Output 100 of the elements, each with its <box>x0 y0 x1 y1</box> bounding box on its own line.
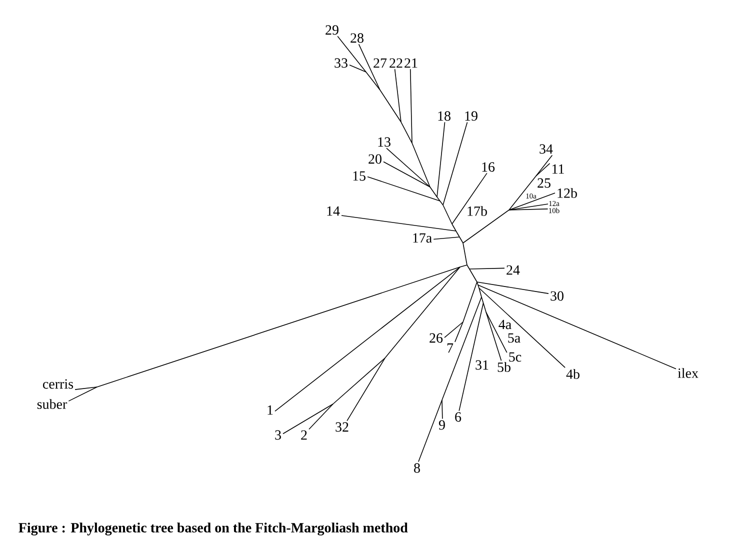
taxon-label: 30 <box>550 291 564 301</box>
branch-line <box>349 64 366 72</box>
branch-line <box>444 322 464 338</box>
taxon-label: 5b <box>498 362 510 372</box>
branch-line <box>380 90 402 122</box>
taxon-label: 9 <box>438 420 445 430</box>
branch-line <box>383 161 430 188</box>
taxon-label: 22 <box>390 58 402 68</box>
taxon-label: 14 <box>327 206 340 216</box>
branch-line <box>476 282 549 294</box>
taxon-label: 7 <box>447 343 454 353</box>
branch-line <box>96 266 460 388</box>
taxon-label: 8 <box>414 463 420 473</box>
branch-line <box>384 266 460 358</box>
branch-line <box>74 386 98 390</box>
branch-line <box>508 208 548 210</box>
taxon-label: 4b <box>566 369 580 379</box>
taxon-label: 32 <box>336 422 348 432</box>
branch-line <box>442 122 468 206</box>
branch-line <box>366 72 380 90</box>
taxon-label: 28 <box>350 33 364 43</box>
taxon-label: 6 <box>455 412 462 422</box>
taxon-label: 1 <box>268 405 273 415</box>
branch-line <box>442 296 482 400</box>
branch-line <box>394 68 402 122</box>
branch-line <box>442 400 443 420</box>
branch-line <box>436 196 440 202</box>
branch-line <box>308 404 334 430</box>
taxon-label: 25 <box>538 178 550 188</box>
branch-line <box>458 302 484 412</box>
branch-line <box>332 358 386 404</box>
branch-line <box>337 36 366 72</box>
taxon-label: 11 <box>552 164 564 174</box>
branch-line <box>478 288 482 298</box>
branch-line <box>452 172 488 224</box>
branch-line <box>456 230 460 238</box>
branch-line <box>68 386 98 402</box>
branch-line <box>486 312 502 361</box>
branch-line <box>367 176 440 202</box>
branch-line <box>442 204 452 224</box>
branch-line <box>482 302 486 312</box>
taxon-label: ilex <box>678 368 698 378</box>
branch-line <box>358 44 380 90</box>
taxon-label: 29 <box>326 25 338 35</box>
branch-line <box>469 268 478 282</box>
taxon-label: 21 <box>404 58 418 68</box>
taxon-label: 20 <box>368 154 382 164</box>
taxon-label: 16 <box>482 162 495 172</box>
taxon-label: 24 <box>506 265 520 275</box>
branch-line <box>430 186 438 198</box>
branch-line <box>478 284 676 370</box>
taxon-label: suber <box>37 399 68 409</box>
branch-line <box>476 282 478 286</box>
branch-line <box>478 284 480 288</box>
taxon-label: 5a <box>508 333 520 343</box>
taxon-label: 13 <box>378 137 390 147</box>
taxon-label: 27 <box>374 58 387 68</box>
branch-line <box>341 215 456 232</box>
branch-line <box>282 404 334 434</box>
branch-line <box>459 236 464 244</box>
branch-line <box>462 242 466 254</box>
taxon-label: 12b <box>558 188 577 198</box>
caption: Figure : Phylogenetic tree based on the Fitch-Margoliash method <box>18 522 408 536</box>
branch-line <box>464 254 468 266</box>
branch-line <box>536 163 550 176</box>
branch-line <box>274 266 460 412</box>
branch-line <box>386 148 430 188</box>
taxon-label: cerris <box>43 379 74 389</box>
taxon-label: 15 <box>353 171 366 181</box>
taxon-label: 26 <box>430 333 443 343</box>
branch-line <box>481 296 484 304</box>
branch-line <box>454 322 464 342</box>
branch-line <box>486 312 508 353</box>
branch-line <box>469 268 505 270</box>
branch-line <box>508 192 556 210</box>
branch-line <box>460 264 468 268</box>
branch-line <box>436 122 446 198</box>
branch-line <box>346 358 386 422</box>
taxon-label: 34 <box>540 144 553 154</box>
taxon-label: 2 <box>301 430 307 440</box>
taxon-label: 18 <box>438 111 450 121</box>
branch-line <box>466 264 470 270</box>
taxon-label: 17a <box>413 233 432 243</box>
branch-line <box>478 288 566 368</box>
taxon-label: 4a <box>498 320 512 330</box>
branch-line <box>452 224 456 232</box>
branch-line <box>433 236 460 240</box>
branch-line <box>418 400 442 462</box>
taxon-label: 19 <box>465 111 478 121</box>
branch-line <box>462 210 510 244</box>
branch-line <box>412 142 430 188</box>
branch-line <box>508 176 536 210</box>
branch-line <box>462 282 478 322</box>
taxon-label: 3 <box>275 430 281 440</box>
taxon-label: 17b <box>468 206 487 216</box>
taxon-label: 5c <box>509 352 522 362</box>
branch-line <box>536 154 553 176</box>
branch-line <box>410 68 412 144</box>
taxon-label: 33 <box>334 58 348 68</box>
taxon-label: 31 <box>476 360 488 370</box>
